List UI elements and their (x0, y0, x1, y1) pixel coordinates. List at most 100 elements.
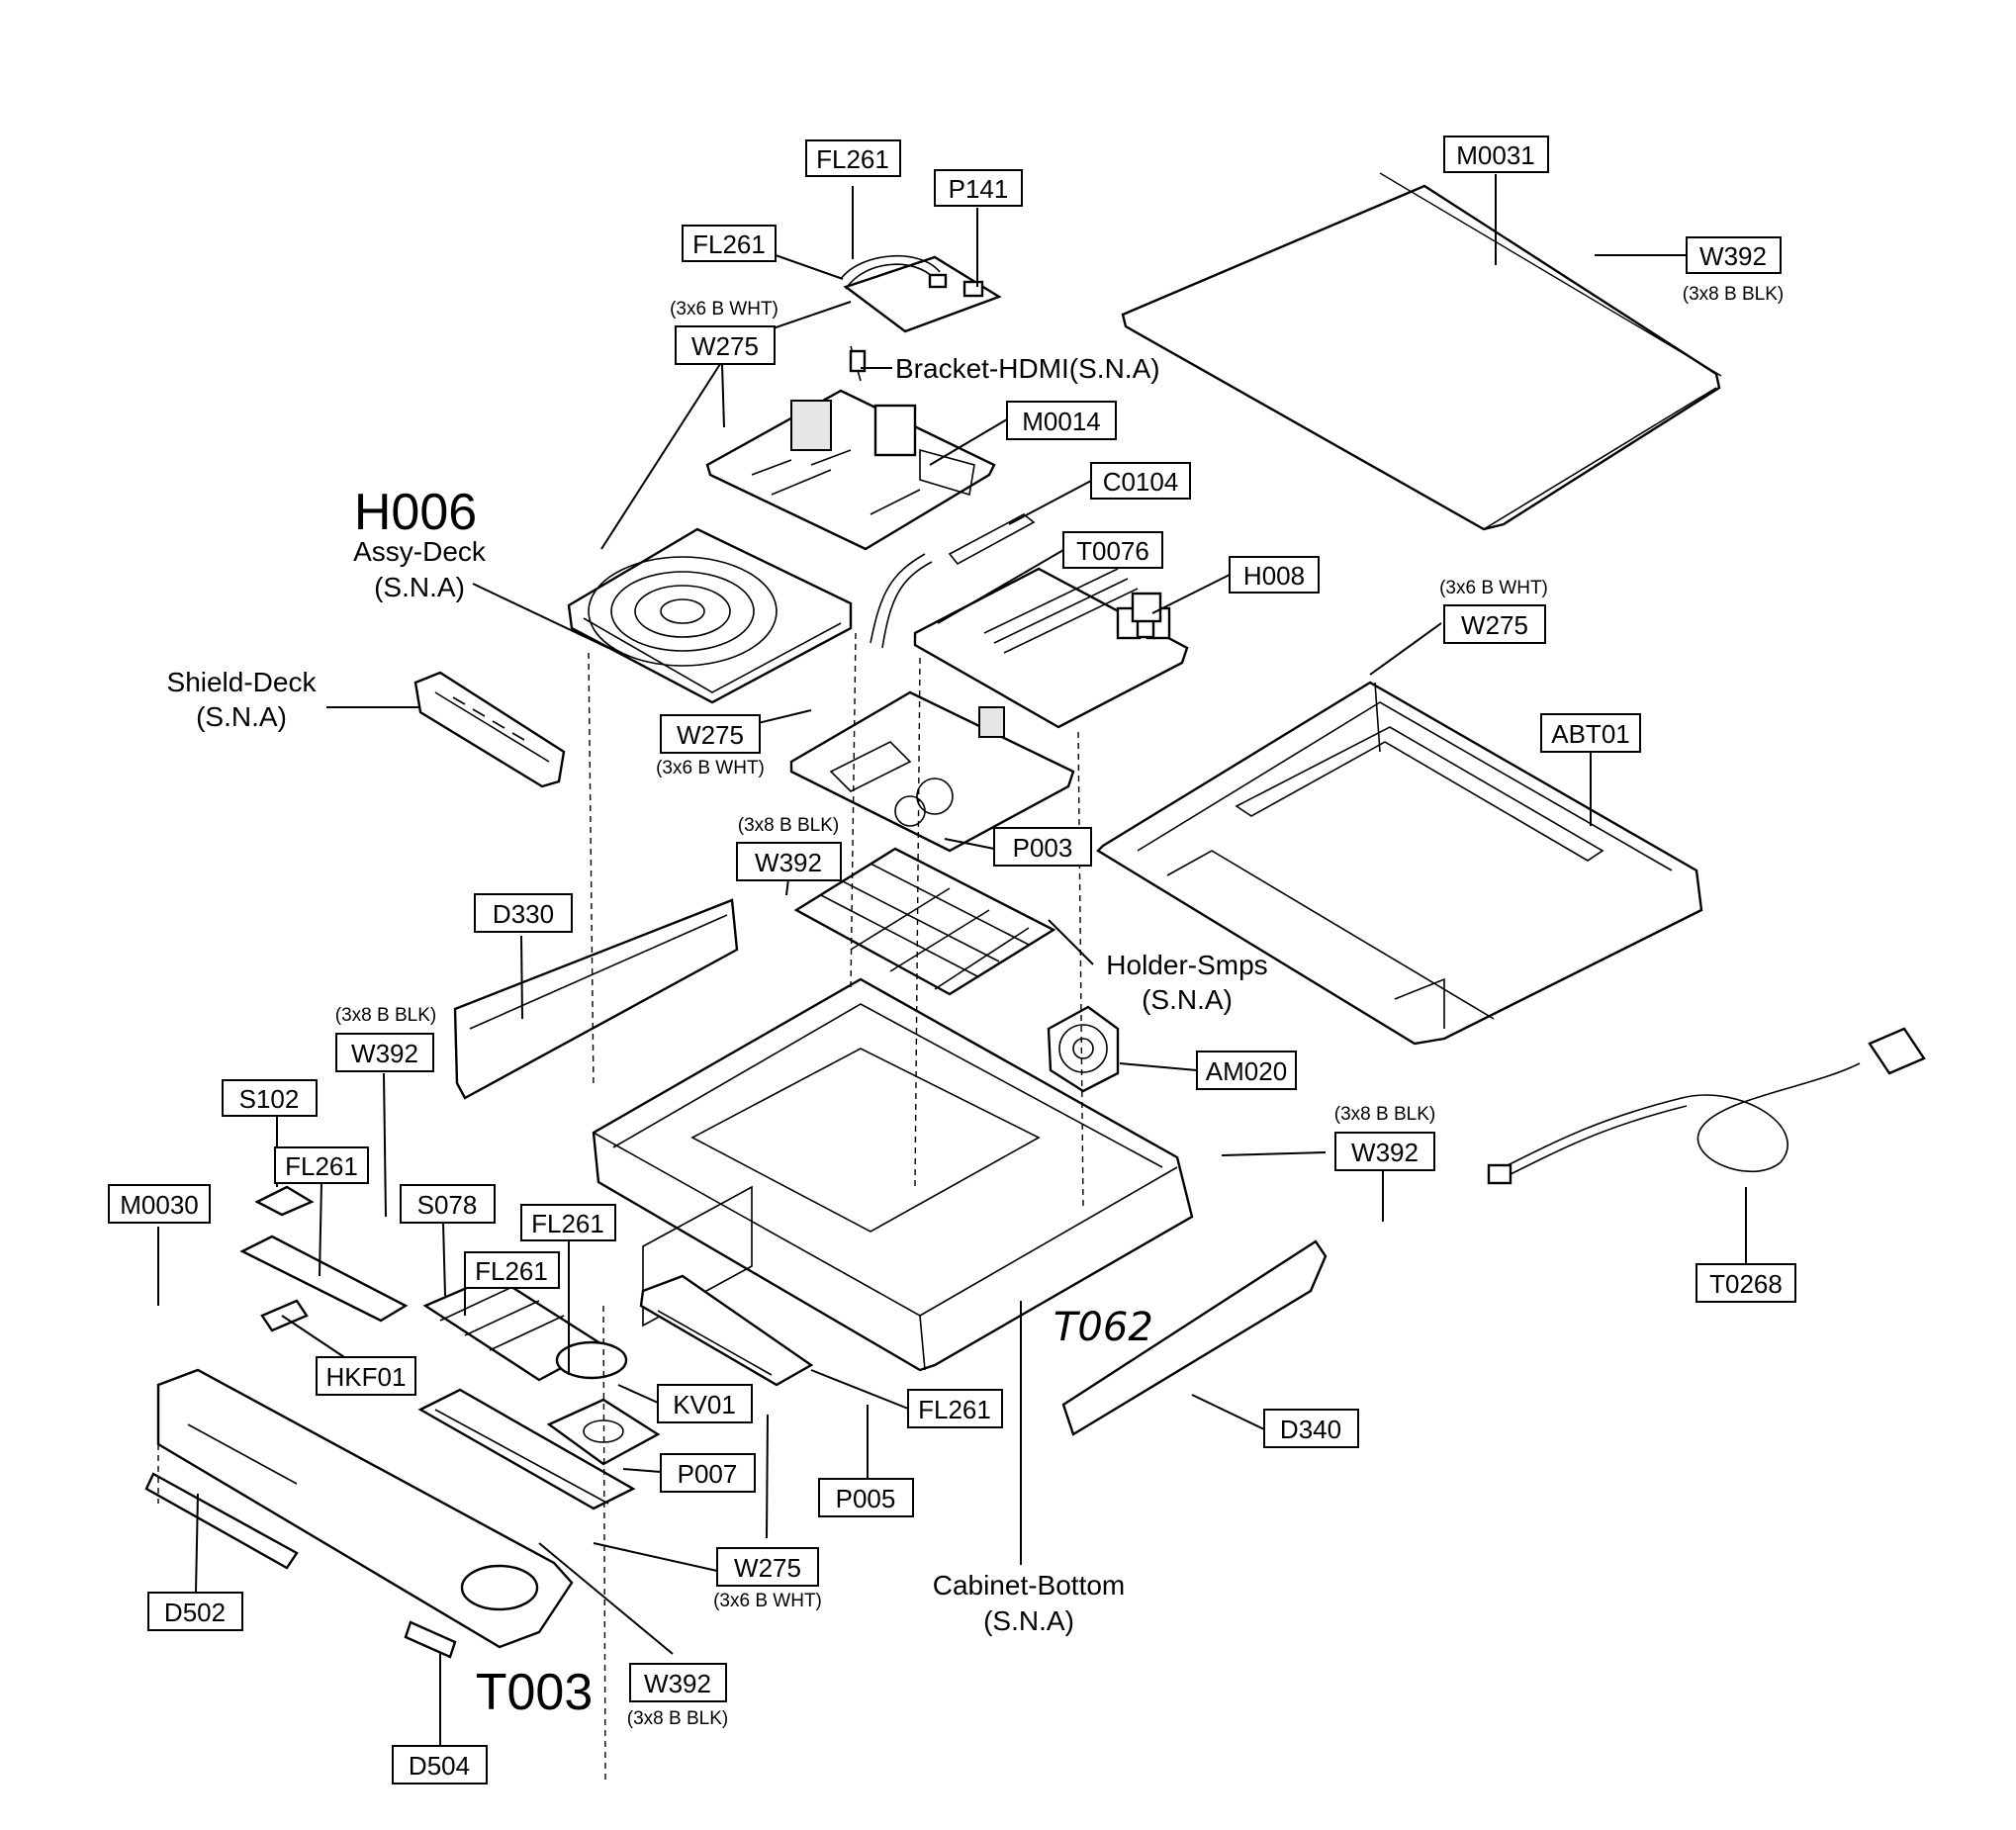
label-w392-bottom: W392 (3x8 B BLK) (627, 1663, 728, 1729)
bottom-plate-drawing (1096, 681, 1703, 1046)
label-fl261-bottom: FL261 (907, 1389, 1003, 1428)
side-panel-d330-drawing (453, 898, 739, 1100)
label-m0030: M0030 (108, 1184, 211, 1224)
svg-text:W275: W275 (691, 331, 759, 361)
svg-text:M0030: M0030 (120, 1190, 199, 1220)
svg-text:(S.N.A): (S.N.A) (374, 572, 465, 602)
holder-smps-drawing (793, 847, 1056, 996)
svg-text:FL261: FL261 (531, 1209, 604, 1238)
leader-lines (157, 174, 1747, 1746)
deck-assembly-drawing (567, 527, 853, 704)
svg-text:T003: T003 (476, 1664, 594, 1721)
label-w392-left: (3x8 B BLK) W392 (335, 1005, 436, 1072)
svg-text:W392: W392 (1351, 1138, 1419, 1167)
svg-text:D502: D502 (164, 1598, 226, 1627)
label-fl261-s102: FL261 (274, 1146, 369, 1184)
label-fl261-top: FL261 (805, 139, 901, 177)
svg-text:T0268: T0268 (1709, 1269, 1783, 1299)
svg-text:HKF01: HKF01 (326, 1362, 407, 1392)
front-panel-drawing (144, 1368, 574, 1659)
label-w392-middle: (3x8 B BLK) W392 (736, 815, 842, 881)
label-w275-top: (3x6 B WHT) W275 (670, 299, 779, 365)
svg-text:T062: T062 (1054, 1305, 1153, 1350)
svg-text:Cabinet-Bottom: Cabinet-Bottom (933, 1570, 1126, 1601)
svg-text:P141: P141 (949, 174, 1009, 204)
svg-text:Holder-Smps: Holder-Smps (1106, 950, 1267, 980)
svg-text:(3x8 B BLK): (3x8 B BLK) (627, 1708, 728, 1729)
svg-text:T0076: T0076 (1076, 536, 1149, 566)
hdmi-board-drawing (840, 254, 1002, 382)
label-cabinet-bottom: Cabinet-Bottom (S.N.A) (933, 1570, 1126, 1636)
svg-text:FL261: FL261 (918, 1395, 991, 1424)
label-s078: S078 (400, 1184, 496, 1224)
label-d330: D330 (474, 893, 573, 933)
svg-text:P007: P007 (678, 1459, 738, 1489)
keyboard-board-drawing (417, 1388, 636, 1510)
svg-text:Shield-Deck: Shield-Deck (167, 667, 318, 697)
label-fl261-s078: FL261 (464, 1251, 560, 1289)
svg-text:S102: S102 (239, 1084, 300, 1114)
label-w275-right: (3x6 B WHT) W275 (1439, 578, 1548, 644)
svg-text:P005: P005 (836, 1484, 896, 1513)
label-kv01: KV01 (657, 1384, 753, 1423)
svg-text:M0031: M0031 (1456, 140, 1535, 170)
svg-text:H008: H008 (1243, 561, 1305, 591)
label-p005: P005 (818, 1478, 914, 1517)
label-w275-middle: W275 (3x6 B WHT) (656, 714, 765, 778)
label-p141: P141 (934, 169, 1023, 207)
label-d504: D504 (392, 1745, 488, 1784)
svg-text:(3x8 B BLK): (3x8 B BLK) (738, 815, 839, 836)
svg-text:KV01: KV01 (673, 1390, 736, 1419)
svg-text:W392: W392 (1699, 241, 1767, 271)
label-hkf01: HKF01 (316, 1356, 416, 1396)
label-p007: P007 (660, 1453, 756, 1493)
svg-text:(3x8 B BLK): (3x8 B BLK) (335, 1005, 436, 1026)
label-t0076: T0076 (1062, 531, 1163, 569)
label-d502: D502 (147, 1592, 243, 1631)
speaker-drawing (546, 1340, 661, 1466)
connector-board-drawing (639, 1274, 814, 1387)
label-m0014: M0014 (1006, 401, 1117, 440)
shield-deck-drawing (413, 671, 566, 788)
cable-drawing (870, 513, 1036, 649)
svg-text:(3x8 B BLK): (3x8 B BLK) (1683, 284, 1784, 305)
label-p003: P003 (993, 827, 1092, 867)
main-board-drawing (705, 389, 996, 551)
label-abt01: ABT01 (1540, 713, 1641, 753)
label-t003: T003 (476, 1664, 594, 1721)
power-cord-drawing (1487, 1027, 1926, 1185)
label-am020: AM020 (1196, 1051, 1297, 1090)
label-w392-top-right: W392 (3x8 B BLK) (1683, 236, 1784, 305)
label-h008: H008 (1229, 556, 1320, 594)
svg-text:(3x8 B BLK): (3x8 B BLK) (1334, 1104, 1435, 1125)
label-s102: S102 (222, 1079, 318, 1117)
svg-text:W275: W275 (1461, 610, 1528, 640)
assembly-guides (157, 632, 1084, 1782)
svg-text:W392: W392 (644, 1669, 711, 1698)
svg-text:(3x6 B WHT): (3x6 B WHT) (713, 1591, 822, 1611)
smps-board-drawing (789, 690, 1075, 853)
label-holder-smps: Holder-Smps (S.N.A) (1106, 950, 1267, 1015)
svg-text:Assy-Deck: Assy-Deck (353, 536, 487, 567)
svg-text:W275: W275 (677, 720, 744, 750)
label-t0268: T0268 (1695, 1263, 1796, 1303)
top-cover-drawing (1121, 172, 1722, 531)
label-shield-deck: Shield-Deck (S.N.A) (167, 667, 318, 732)
label-d340: D340 (1263, 1409, 1359, 1448)
svg-text:FL261: FL261 (475, 1256, 548, 1286)
label-w275-bottom: W275 (3x6 B WHT) (713, 1547, 822, 1611)
svg-text:(S.N.A): (S.N.A) (1142, 984, 1233, 1015)
svg-text:(S.N.A): (S.N.A) (196, 701, 287, 732)
svg-text:D504: D504 (409, 1751, 470, 1781)
svg-text:D340: D340 (1280, 1415, 1341, 1444)
svg-text:W392: W392 (755, 848, 822, 877)
svg-text:AM020: AM020 (1206, 1056, 1287, 1086)
svg-text:FL261: FL261 (692, 229, 766, 259)
label-c0104: C0104 (1090, 462, 1191, 500)
svg-text:C0104: C0104 (1103, 467, 1179, 497)
svg-text:(3x6 B WHT): (3x6 B WHT) (656, 758, 765, 778)
label-fl261-center: FL261 (520, 1204, 616, 1241)
svg-text:P003: P003 (1013, 833, 1073, 863)
